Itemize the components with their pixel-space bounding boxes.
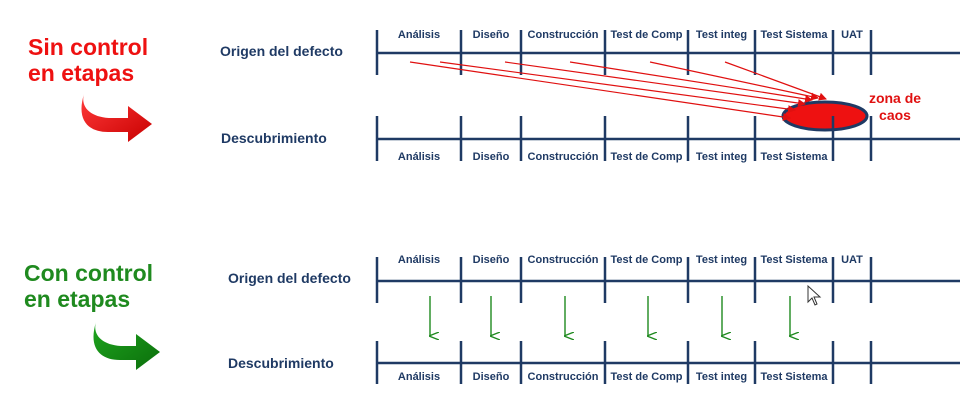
phase-label-bottom_phases: Análisis bbox=[397, 151, 441, 163]
chaos-zone-label: zona de caos bbox=[868, 90, 922, 123]
heading-without-control: Sin control en etapas bbox=[28, 34, 149, 86]
phase-label-top_phases: Construcción bbox=[527, 29, 599, 41]
phase-label-top_phases: Análisis bbox=[397, 254, 441, 266]
phase-label-bottom_phases: Test Sistema bbox=[760, 371, 828, 383]
red-defect-arrow bbox=[649, 61, 819, 101]
red-defect-arrow bbox=[439, 61, 796, 114]
heading-with-control: Con control en etapas bbox=[24, 260, 154, 312]
phase-label-top_phases: Análisis bbox=[397, 29, 441, 41]
phase-label-top_phases: Test Sistema bbox=[760, 254, 828, 266]
phase-label-bottom_phases: Diseño bbox=[472, 151, 510, 163]
phase-label-top_phases: UAT bbox=[841, 254, 863, 266]
phase-label-top_phases: Diseño bbox=[472, 254, 510, 266]
phase-label-bottom_phases: Test Sistema bbox=[760, 151, 828, 163]
phase-label-top_phases: Test Sistema bbox=[760, 29, 828, 41]
phase-label-bottom_phases: Test de Comp bbox=[610, 151, 683, 163]
phase-label-top_phases: Diseño bbox=[472, 29, 510, 41]
phase-label-bottom_phases: Test integ bbox=[695, 371, 748, 383]
red-defect-arrow bbox=[724, 61, 827, 101]
origin-row-label-2: Origen del defecto bbox=[228, 270, 351, 286]
red-defect-arrow bbox=[504, 61, 806, 107]
phase-label-bottom_phases: Construcción bbox=[527, 151, 599, 163]
discovery-row-label-2: Descubrimiento bbox=[228, 355, 334, 371]
phase-label-top_phases: UAT bbox=[841, 29, 863, 41]
origin-row-label-1: Origen del defecto bbox=[220, 43, 343, 59]
chaos-zone-ellipse bbox=[781, 100, 869, 132]
phase-label-bottom_phases: Test de Comp bbox=[610, 371, 683, 383]
phase-label-bottom_phases: Test integ bbox=[695, 151, 748, 163]
phase-label-top_phases: Test integ bbox=[695, 29, 748, 41]
phase-label-bottom_phases: Diseño bbox=[472, 371, 510, 383]
discovery-row-label-1: Descubrimiento bbox=[221, 130, 327, 146]
phase-label-top_phases: Construcción bbox=[527, 254, 599, 266]
green-curved-arrow bbox=[93, 322, 160, 370]
phase-label-top_phases: Test de Comp bbox=[610, 29, 683, 41]
phase-label-top_phases: Test integ bbox=[695, 254, 748, 266]
red-defect-arrow bbox=[569, 61, 813, 103]
red-defect-arrow bbox=[409, 61, 791, 121]
red-curved-arrow bbox=[81, 94, 152, 142]
phase-label-bottom_phases: Construcción bbox=[527, 371, 599, 383]
mouse-cursor-icon bbox=[807, 284, 822, 306]
phase-label-top_phases: Test de Comp bbox=[610, 254, 683, 266]
phase-label-bottom_phases: Análisis bbox=[397, 371, 441, 383]
